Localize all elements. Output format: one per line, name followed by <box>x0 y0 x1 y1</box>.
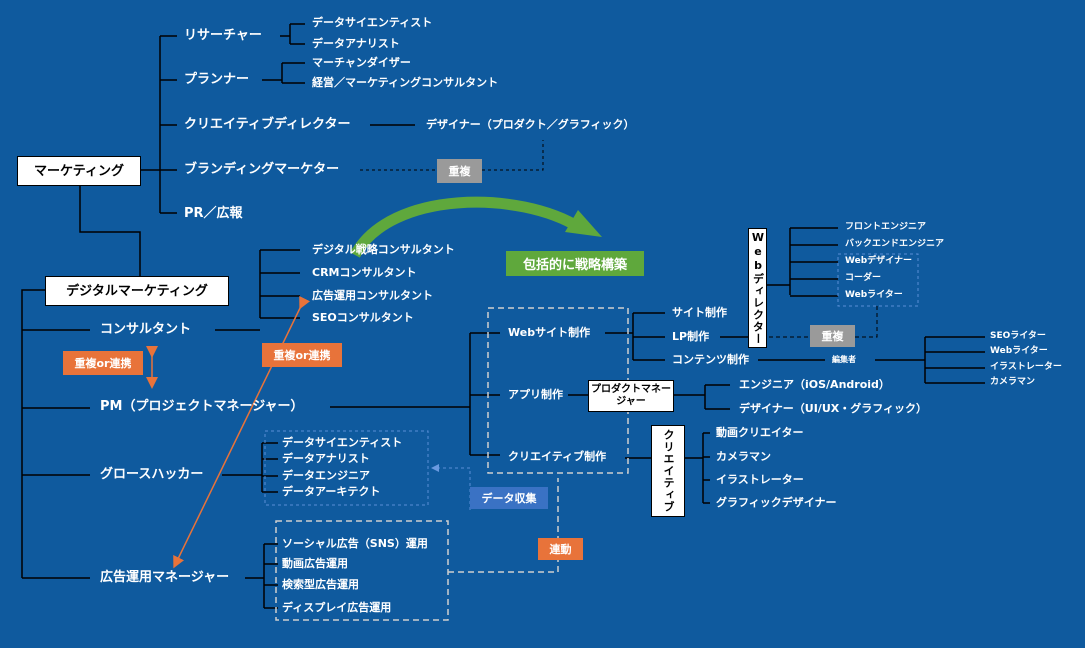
creative-item: 動画クリエイター <box>716 426 804 439</box>
duplicate-or-link-badge-center: 重複or連携 <box>262 343 342 367</box>
app-designer: デザイナー（UI/UX・グラフィック） <box>739 402 928 415</box>
ads-item: 検索型広告運用 <box>282 578 359 591</box>
web-site-production: Webサイト制作 <box>508 326 591 339</box>
creative-item: グラフィックデザイナー <box>716 496 837 509</box>
researcher: リサーチャー <box>184 28 262 43</box>
project-manager: PM（プロジェクトマネージャー） <box>100 399 304 414</box>
data-collection-badge: データ収集 <box>470 487 548 509</box>
director-item: バックエンドエンジニア <box>845 239 945 249</box>
data-scientist-mkt: データサイエンティスト <box>312 16 433 29</box>
director-item: Webライター <box>845 290 903 300</box>
designer-product-graphic: デザイナー（プロダクト／グラフィック） <box>426 118 635 131</box>
linked-badge: 連動 <box>538 538 583 560</box>
consultant-item: SEOコンサルタント <box>312 311 414 324</box>
product-manager-box: プロダクトマネージャー <box>588 380 674 412</box>
creative-production: クリエイティブ制作 <box>508 450 607 463</box>
creative-box: クリエイティブ <box>651 425 685 517</box>
digital-marketing-box: デジタルマーケティング <box>45 276 229 306</box>
consultant: コンサルタント <box>100 322 192 337</box>
editor-item: カメラマン <box>990 377 1036 387</box>
creative-director: クリエイティブディレクター <box>184 117 351 132</box>
ads-item: ソーシャル広告（SNS）運用 <box>282 537 428 550</box>
editor-item: SEOライター <box>990 331 1046 341</box>
growth-hacker: グロースハッカー <box>100 467 204 482</box>
web-director-box: Webディレクター <box>748 228 767 348</box>
strategy-banner: 包括的に戦略構築 <box>506 251 644 276</box>
ads-item: ディスプレイ広告運用 <box>282 601 392 614</box>
editor: 編集者 <box>832 355 856 364</box>
creative-item: カメラマン <box>716 450 771 463</box>
marketing-box: マーケティング <box>17 156 141 186</box>
ads-item: 動画広告運用 <box>282 557 348 570</box>
merchandiser: マーチャンダイザー <box>312 56 411 69</box>
branding-marketer: ブランディングマーケター <box>184 162 340 177</box>
editor-item: Webライター <box>990 346 1048 356</box>
growth-item: データアーキテクト <box>282 485 381 498</box>
duplicate-badge-top: 重複 <box>437 159 482 183</box>
site-production: サイト制作 <box>672 306 727 319</box>
ad-operations-manager: 広告運用マネージャー <box>100 570 230 585</box>
director-item: Webデザイナー <box>845 256 912 266</box>
duplicate-or-link-badge-left: 重複or連携 <box>63 351 143 375</box>
growth-item: データアナリスト <box>282 452 370 465</box>
pr: PR／広報 <box>184 206 243 221</box>
data-analyst-mkt: データアナリスト <box>312 37 400 50</box>
lp-production: LP制作 <box>672 330 710 343</box>
planner: プランナー <box>184 72 250 87</box>
editor-item: イラストレーター <box>990 362 1062 372</box>
director-item: フロントエンジニア <box>845 222 927 232</box>
management-consultant: 経営／マーケティングコンサルタント <box>312 76 499 89</box>
content-production: コンテンツ制作 <box>672 353 749 366</box>
consultant-item: デジタル戦略コンサルタント <box>312 243 455 256</box>
consultant-item: CRMコンサルタント <box>312 266 417 279</box>
duplicate-badge-web: 重複 <box>810 325 855 347</box>
creative-item: イラストレーター <box>716 473 804 486</box>
app-engineer: エンジニア（iOS/Android） <box>739 378 890 391</box>
growth-item: データサイエンティスト <box>282 436 403 449</box>
consultant-item: 広告運用コンサルタント <box>312 289 433 302</box>
director-item: コーダー <box>845 273 882 283</box>
growth-item: データエンジニア <box>282 469 370 482</box>
app-production: アプリ制作 <box>508 388 563 401</box>
